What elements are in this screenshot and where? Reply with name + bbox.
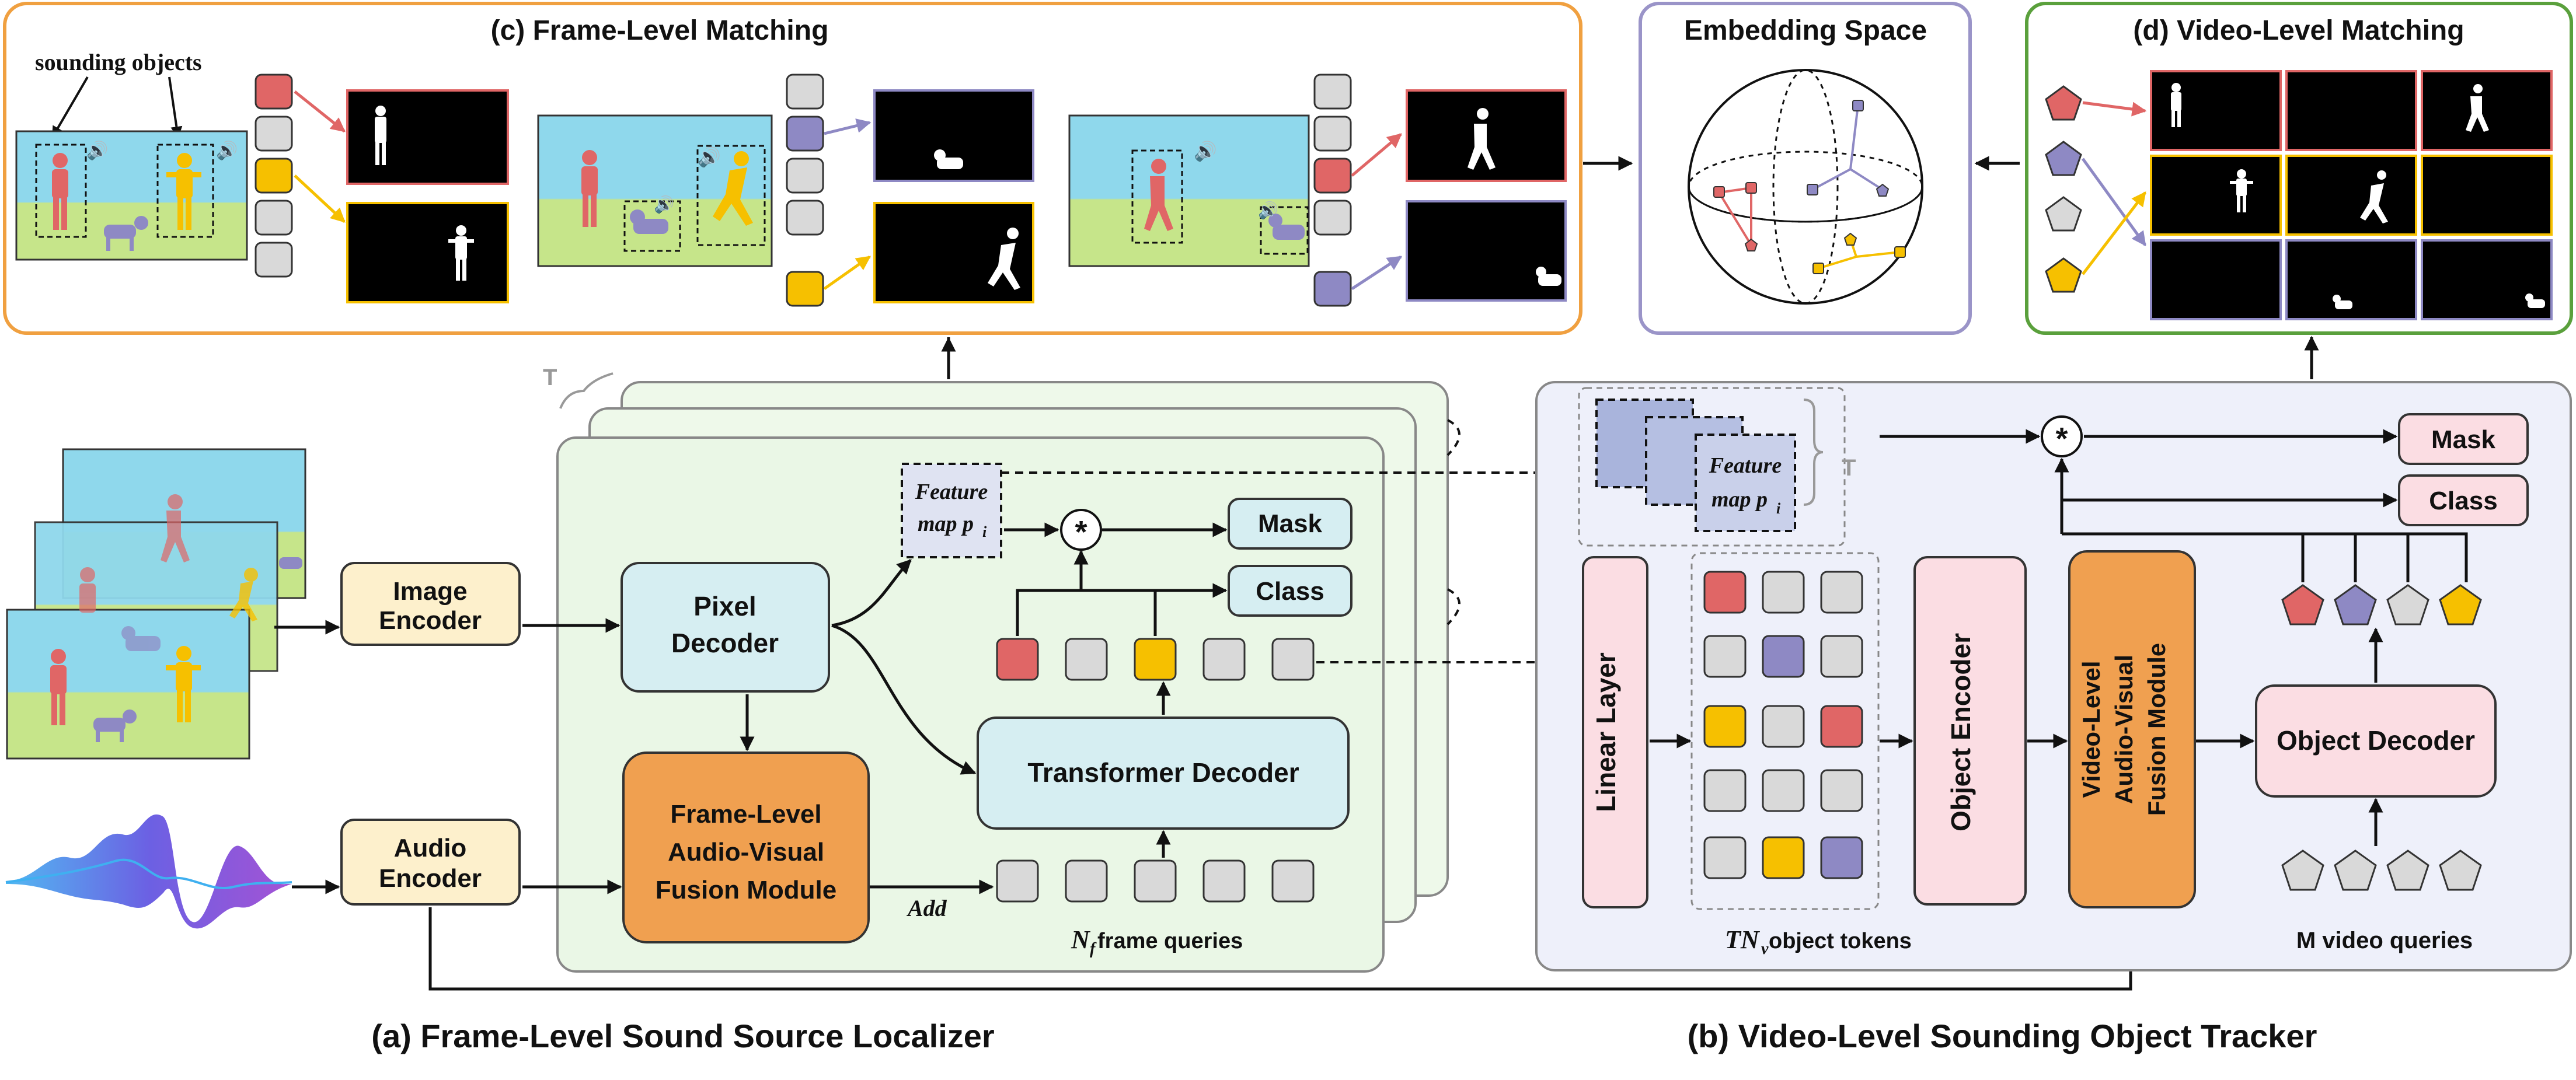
query-column-2 bbox=[786, 74, 824, 307]
frame-matching-title: (c) Frame-Level Matching bbox=[491, 15, 829, 46]
video-feature-map-sub: i bbox=[1776, 500, 1781, 517]
video-query-yellow bbox=[2045, 257, 2082, 293]
video-T-label: T bbox=[1842, 455, 1856, 481]
scene-frame-1: 🔊 🔊 bbox=[15, 130, 248, 261]
video-level-tracker: Feature map p i T Linear Layer TN v obj bbox=[1535, 335, 2572, 971]
pixel-decoder bbox=[621, 562, 830, 693]
multiply-star: * bbox=[1075, 515, 1087, 550]
mask-output-video bbox=[2398, 413, 2529, 465]
object-decoder bbox=[2255, 684, 2497, 798]
mask-frame-1b bbox=[346, 202, 509, 303]
svg-text:🔊: 🔊 bbox=[698, 146, 721, 168]
class-output-frame bbox=[1228, 565, 1353, 617]
video-fusion-label-1: Video-Level bbox=[2077, 661, 2105, 798]
class-label-video: Class bbox=[2429, 487, 2497, 515]
class-label-frame: Class bbox=[1256, 577, 1324, 606]
transformer-decoder bbox=[977, 716, 1350, 830]
mask-frame-1a bbox=[346, 89, 509, 185]
caption-b: (b) Video-Level Sounding Object Tracker bbox=[1688, 1018, 2317, 1054]
mask-label-frame: Mask bbox=[1258, 509, 1323, 538]
scene-frame-2: 🔊 🔊 bbox=[537, 114, 773, 267]
frame-queries bbox=[996, 859, 1315, 903]
multiply-star-video: * bbox=[2055, 421, 2068, 456]
mask-output-frame bbox=[1228, 498, 1353, 550]
object-encoder bbox=[1913, 556, 2027, 906]
frame-queries-N: N bbox=[1071, 925, 1091, 954]
frame-queries-sub: f bbox=[1090, 940, 1097, 958]
frame-level-localizer: T Image Encoder Audio Encoder Pixel Deco… bbox=[274, 337, 1460, 973]
video-query-red bbox=[2045, 85, 2082, 121]
sounding-objects-label: sounding objects bbox=[35, 49, 202, 75]
frame-query-outputs bbox=[996, 638, 1315, 681]
embedding-space-panel: Embedding Space bbox=[1639, 2, 1972, 335]
object-encoder-label: Object Encoder bbox=[1946, 633, 1976, 831]
linear-layer-label: Linear Layer bbox=[1591, 652, 1621, 812]
video-query-gray bbox=[2045, 196, 2082, 232]
linear-layer bbox=[1582, 556, 1648, 908]
audio-encoder bbox=[340, 819, 521, 906]
pixel-decoder-label-2: Decoder bbox=[671, 628, 779, 658]
frame-fusion-label-1: Frame-Level bbox=[670, 800, 821, 829]
svg-text:🔊: 🔊 bbox=[1258, 200, 1278, 220]
object-tokens-sub: v bbox=[1761, 940, 1769, 958]
video-queries bbox=[2281, 850, 2482, 891]
object-tokens bbox=[1703, 571, 1863, 879]
pixel-decoder-label-1: Pixel bbox=[693, 591, 756, 621]
class-output-video bbox=[2398, 474, 2529, 526]
object-tokens-text: object tokens bbox=[1769, 929, 1912, 953]
video-matching-title: (d) Video-Level Matching bbox=[2133, 15, 2464, 46]
multiply-op-video bbox=[2041, 415, 2083, 457]
frame-matching-panel: (c) Frame-Level Matching sounding object… bbox=[3, 2, 1582, 335]
temporal-T-label: T bbox=[543, 365, 557, 390]
svg-text:🔊: 🔊 bbox=[1194, 140, 1217, 162]
frame-level-fusion-module bbox=[622, 752, 870, 943]
frame-queries-text: frame queries bbox=[1097, 929, 1243, 953]
image-encoder-label-1: Image bbox=[393, 577, 467, 606]
query-column-1 bbox=[255, 74, 293, 278]
video-fusion-label-2: Audio-Visual bbox=[2110, 655, 2138, 804]
video-mask-grid bbox=[2150, 70, 2553, 320]
frame-fusion-label-2: Audio-Visual bbox=[668, 838, 824, 866]
add-label: Add bbox=[906, 895, 947, 921]
image-encoder bbox=[340, 562, 521, 646]
multiply-op-frame bbox=[1060, 509, 1102, 551]
svg-text:🔊: 🔊 bbox=[216, 139, 238, 161]
video-queries-label: M video queries bbox=[2296, 928, 2473, 953]
feature-map-label-2: map p bbox=[918, 512, 974, 536]
feature-map-frame bbox=[901, 463, 1002, 558]
video-matching-panel: (d) Video-Level Matching bbox=[2025, 2, 2573, 335]
svg-text:🔊: 🔊 bbox=[86, 139, 108, 161]
audio-waveform bbox=[5, 814, 292, 929]
svg-text:🔊: 🔊 bbox=[654, 194, 674, 214]
caption-a: (a) Frame-Level Sound Source Localizer bbox=[371, 1018, 994, 1054]
mask-label-video: Mask bbox=[2431, 425, 2496, 454]
feature-map-label-1: Feature bbox=[915, 480, 988, 504]
video-query-purple bbox=[2045, 141, 2082, 176]
video-fusion-label-3: Fusion Module bbox=[2143, 643, 2170, 816]
query-column-3 bbox=[1313, 74, 1352, 307]
audio-encoder-label-1: Audio bbox=[394, 834, 467, 862]
feature-map-subscript: i bbox=[982, 523, 987, 540]
embedding-space-title: Embedding Space bbox=[1684, 15, 1927, 46]
frame-fusion-label-3: Fusion Module bbox=[656, 876, 836, 904]
object-tokens-TN: TN bbox=[1725, 925, 1761, 954]
video-level-fusion-module bbox=[2068, 550, 2196, 908]
image-encoder-label-2: Encoder bbox=[379, 606, 482, 635]
transformer-decoder-label: Transformer Decoder bbox=[1027, 757, 1299, 788]
audio-encoder-label-2: Encoder bbox=[379, 864, 482, 893]
video-query-outputs bbox=[2281, 584, 2482, 625]
input-video-frames bbox=[6, 448, 306, 760]
scene-frame-3: 🔊 🔊 bbox=[1068, 114, 1310, 267]
object-decoder-label: Object Decoder bbox=[2277, 725, 2475, 756]
video-feature-map-label-1: Feature bbox=[1709, 453, 1782, 478]
video-feature-map-label-2: map p bbox=[1711, 487, 1768, 512]
